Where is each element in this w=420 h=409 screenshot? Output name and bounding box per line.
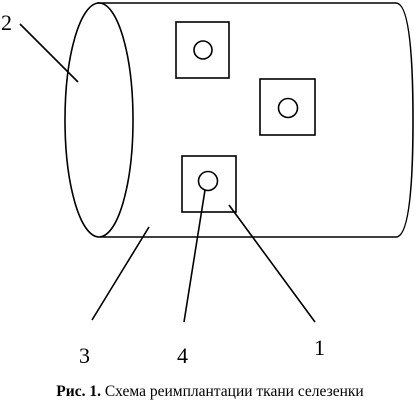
leader-line-2 [19, 23, 79, 83]
leader-line-1 [228, 204, 316, 323]
tissue-fragment-bottom [181, 155, 237, 213]
figure-caption: Рис. 1. Схема реимплантации ткани селезе… [0, 383, 420, 401]
tissue-fragment-top [175, 21, 230, 79]
label-2: 2 [1, 10, 12, 35]
label-1: 1 [314, 335, 325, 360]
caption-prefix: Рис. 1. [56, 383, 101, 400]
caption-text: Схема реимплантации ткани селезенки [104, 383, 364, 400]
tissue-fragment-right [259, 78, 316, 136]
label-3: 3 [79, 343, 90, 368]
label-4: 4 [177, 343, 188, 368]
leader-line-3 [91, 226, 150, 321]
fragment-hole-right [277, 97, 299, 119]
leader-line-4 [183, 189, 206, 323]
fragment-hole-bottom [197, 170, 219, 192]
cylinder-body [97, 2, 414, 238]
cylinder-end-ellipse [64, 2, 134, 238]
fragment-hole-top [193, 40, 213, 60]
